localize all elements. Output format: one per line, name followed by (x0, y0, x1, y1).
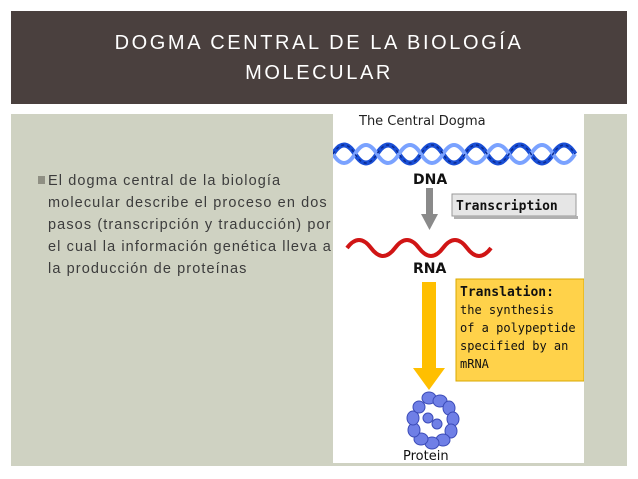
figure-title: The Central Dogma (358, 114, 486, 129)
translation-box: Translation: the synthesis of a polypept… (455, 278, 584, 382)
central-dogma-figure: The Central Dogma DNA Transcription (333, 106, 584, 463)
translation-line-3: specified by an (460, 339, 568, 353)
transcription-box: Transcription (451, 193, 578, 219)
title-bar: DOGMA CENTRAL DE LA BIOLOGÍA MOLECULAR (11, 11, 627, 104)
translation-line-2: of a polypeptide (460, 321, 576, 335)
bullet-text: El dogma central de la biología molecula… (48, 173, 332, 277)
bullet-square-icon (38, 176, 45, 184)
slide-title: DOGMA CENTRAL DE LA BIOLOGÍA MOLECULAR (114, 31, 524, 84)
translation-arrow-icon (413, 282, 445, 390)
dna-helix-icon (333, 142, 578, 166)
rna-label: RNA (413, 261, 446, 277)
dna-label: DNA (413, 172, 447, 188)
protein-chain-icon (406, 391, 460, 450)
translation-heading: Translation: (460, 285, 554, 300)
translation-line-4: mRNA (460, 357, 490, 371)
translation-line-1: the synthesis (460, 303, 554, 317)
transcription-arrow-icon (421, 188, 438, 230)
rna-strand-icon (345, 238, 493, 258)
transcription-label: Transcription (456, 199, 558, 214)
protein-label: Protein (403, 449, 449, 463)
